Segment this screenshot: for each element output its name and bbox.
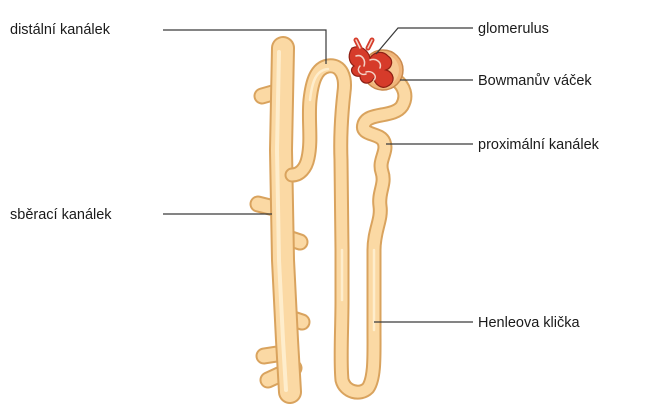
label-henle-loop: Henleova klička	[478, 315, 580, 331]
collecting-duct	[258, 48, 302, 392]
leader-distal	[163, 30, 326, 64]
label-collecting-duct: sběrací kanálek	[10, 207, 112, 223]
label-glomerulus: glomerulus	[478, 21, 549, 37]
nephron-tubule	[292, 66, 405, 392]
glomerulus	[349, 40, 393, 87]
label-distal-tubule: distální kanálek	[10, 22, 111, 38]
label-bowman-capsule: Bowmanův váček	[478, 73, 592, 89]
label-proximal-tubule: proximální kanálek	[478, 137, 600, 153]
leader-glomerulus	[376, 28, 473, 54]
